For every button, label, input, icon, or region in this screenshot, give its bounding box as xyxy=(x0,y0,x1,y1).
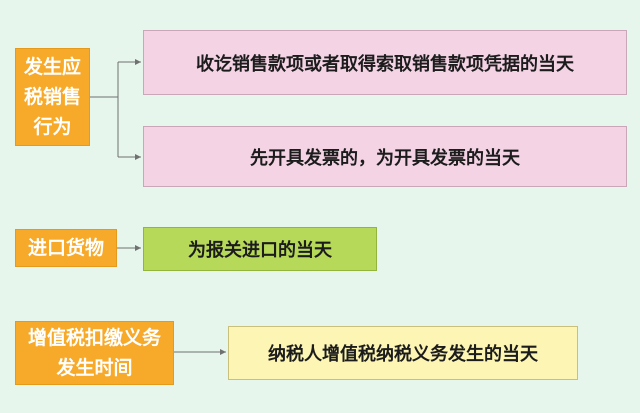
result-sales-invoice: 先开具发票的，为开具发票的当天 xyxy=(143,126,627,187)
category-import: 进口货物 xyxy=(15,229,117,267)
category-sales: 发生应税销售行为 xyxy=(15,48,90,146)
result-sales-invoice-label: 先开具发票的，为开具发票的当天 xyxy=(250,147,520,169)
result-withholding-obligation: 纳税人增值税纳税义务发生的当天 xyxy=(228,326,578,380)
arrow-head-sales-2 xyxy=(135,154,141,160)
arrow-head-sales-1 xyxy=(135,59,141,65)
category-sales-label: 发生应税销售行为 xyxy=(23,56,81,138)
result-import-customs: 为报关进口的当天 xyxy=(143,227,377,271)
result-sales-payment: 收讫销售款项或者取得索取销售款项凭据的当天 xyxy=(143,30,627,95)
result-sales-payment-label: 收讫销售款项或者取得索取销售款项凭据的当天 xyxy=(196,53,574,75)
category-import-label: 进口货物 xyxy=(27,237,104,259)
result-import-customs-label: 为报关进口的当天 xyxy=(188,240,332,261)
arrow-head-import xyxy=(135,245,141,251)
arrow-head-withholding xyxy=(220,349,226,355)
result-withholding-obligation-label: 纳税人增值税纳税义务发生的当天 xyxy=(268,344,538,365)
category-withholding-label: 增值税扣缴义务发生时间 xyxy=(27,327,161,379)
category-withholding: 增值税扣缴义务发生时间 xyxy=(15,321,174,385)
